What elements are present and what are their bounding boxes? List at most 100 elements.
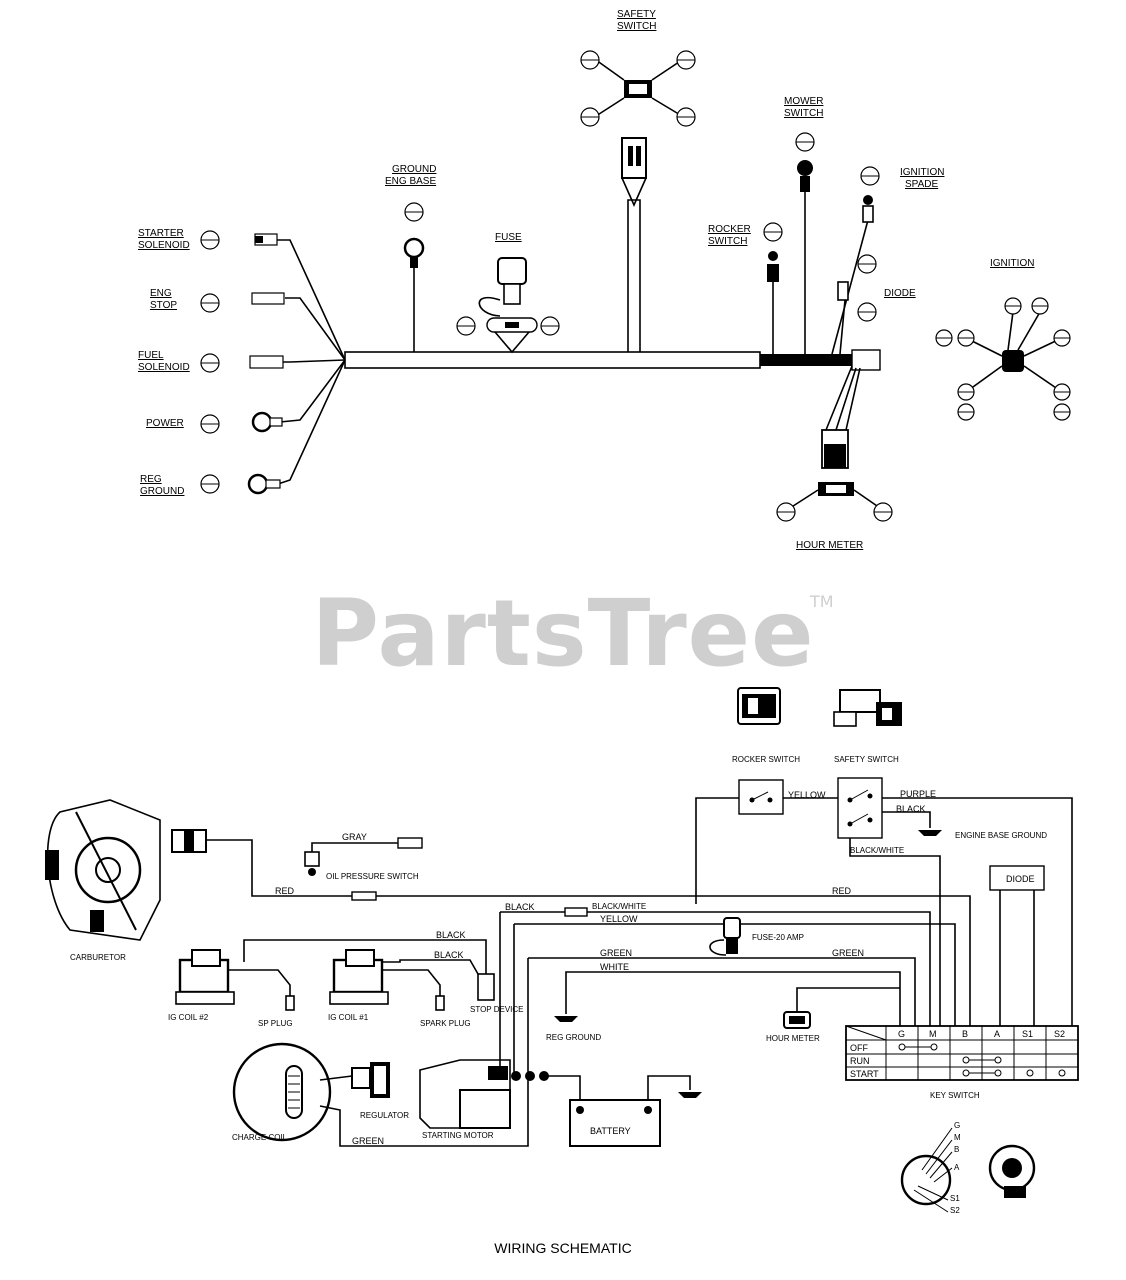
stop-device	[477, 973, 495, 1001]
regulator-label: REGULATOR	[360, 1111, 409, 1120]
diode-box-label: DIODE	[1006, 874, 1035, 884]
mower-switch-label-1: MOWER	[784, 96, 823, 107]
safety-switch-label-2: SWITCH	[617, 21, 656, 32]
spark-plug-label: SPARK PLUG	[420, 1019, 471, 1028]
fuel-solenoid-label-1: FUEL	[138, 350, 164, 361]
rocker-switch-label-2: SWITCH	[708, 236, 747, 247]
key-row-start: START	[850, 1069, 879, 1079]
key-col-s2: S2	[1054, 1029, 1065, 1039]
diode-label: DIODE	[884, 288, 916, 299]
key-col-g: G	[898, 1029, 905, 1039]
safety-switch-label-1: SAFETY	[617, 9, 656, 20]
wire-harness: STARTER SOLENOID ENG STOP FUEL SOLENOID …	[138, 9, 1071, 551]
ig-coil-1	[329, 949, 445, 1011]
fuse-label: FUSE	[495, 232, 522, 243]
key-switch-label: KEY SWITCH	[930, 1091, 980, 1100]
starter-solenoid-label-2: SOLENOID	[138, 240, 190, 251]
green-wire-label-2: GREEN	[832, 948, 864, 958]
harness-end-connector	[851, 349, 881, 371]
starter-solenoid-label-1: STARTER	[138, 228, 184, 239]
ground-eng-base-label-2: ENG BASE	[385, 176, 436, 187]
key-col-m: M	[929, 1029, 937, 1039]
trademark-mark: TM	[810, 592, 834, 611]
eng-stop-label-2: STOP	[150, 300, 177, 311]
battery-label: BATTERY	[590, 1126, 631, 1136]
ig-coil-2-label: IG COIL #2	[168, 1013, 209, 1022]
charge-coil	[232, 1042, 332, 1142]
key-switch-pictogram	[900, 1127, 1036, 1213]
ignition-spade-label-1: IGNITION	[900, 167, 944, 178]
diagram-caption: WIRING SCHEMATIC	[494, 1240, 632, 1256]
mower-switch-label-2: SWITCH	[784, 108, 823, 119]
ignition-spade-label-2: SPADE	[905, 179, 938, 190]
reg-ground-label: REG GROUND	[546, 1033, 601, 1042]
key-term-s2: S2	[950, 1206, 960, 1215]
black-white-label-1: BLACK/WHITE	[850, 846, 904, 855]
oil-pressure-switch-label: OIL PRESSURE SWITCH	[326, 872, 419, 881]
yellow-wire-label-2: YELLOW	[600, 914, 638, 924]
safety-switch-caption: SAFETY SWITCH	[834, 755, 899, 764]
key-term-s1: S1	[950, 1194, 960, 1203]
black-wire-label-3: BLACK	[436, 930, 466, 940]
green-wire-label-1: GREEN	[600, 948, 632, 958]
left-pin-circles	[200, 230, 220, 494]
black-white-label-2: BLACK/WHITE	[592, 902, 646, 911]
sp-plug-label: SP PLUG	[258, 1019, 293, 1028]
power-label: POWER	[146, 418, 184, 429]
rocker-switch-caption: ROCKER SWITCH	[732, 755, 800, 764]
hour-meter-harness-label: HOUR METER	[796, 540, 863, 551]
eng-stop-terminal	[251, 292, 285, 305]
ig-coil-1-label: IG COIL #1	[328, 1013, 369, 1022]
fuse-holder	[497, 257, 527, 285]
hour-meter-label: HOUR METER	[766, 1034, 820, 1043]
stop-device-label: STOP DEVICE	[470, 1005, 524, 1014]
key-row-off: OFF	[850, 1043, 868, 1053]
green-wire-label-3: GREEN	[352, 1136, 384, 1146]
red-wire-label-1: RED	[275, 886, 295, 896]
eng-stop-label-1: ENG	[150, 288, 172, 299]
diode-box	[989, 865, 1045, 891]
ground-eng-base-label-1: GROUND	[392, 164, 436, 175]
reg-ground-ring-terminal	[247, 473, 269, 495]
black-wire-label-1: BLACK	[896, 804, 926, 814]
reg-ground-label-1: REG	[140, 474, 162, 485]
key-term-b: B	[954, 1145, 959, 1154]
fuel-solenoid-terminal	[249, 355, 284, 369]
starting-motor	[419, 1059, 511, 1129]
gray-wire-label: GRAY	[342, 832, 367, 842]
purple-wire-label: PURPLE	[900, 789, 936, 799]
ig-coil-2	[175, 949, 295, 1011]
safety-switch-connector	[621, 137, 647, 179]
key-col-b: B	[962, 1029, 968, 1039]
schematic-fuse	[723, 917, 741, 939]
carburetor-pictogram	[45, 799, 207, 941]
safety-switch-pictogram	[833, 689, 902, 727]
key-term-a: A	[954, 1163, 960, 1172]
yellow-wire-label-1: YELLOW	[788, 790, 826, 800]
harness-trunk	[344, 351, 761, 369]
rocker-switch-label-1: ROCKER	[708, 224, 751, 235]
starting-motor-label: STARTING MOTOR	[422, 1131, 494, 1140]
white-wire-label: WHITE	[600, 962, 629, 972]
key-col-a: A	[994, 1029, 1000, 1039]
red-wire-label-2: RED	[832, 886, 852, 896]
wiring-schematic: ROCKER SWITCH SAFETY SWITCH YELLOW PURPL…	[45, 687, 1079, 1215]
ignition-label: IGNITION	[990, 258, 1034, 269]
engine-base-ground-label: ENGINE BASE GROUND	[955, 831, 1047, 840]
fuse-20-amp-label: FUSE-20 AMP	[752, 933, 804, 942]
power-ring-terminal	[251, 411, 273, 433]
ground-ring-terminal	[403, 237, 425, 259]
diode-body	[837, 281, 849, 301]
black-wire-label-2: BLACK	[505, 902, 535, 912]
charge-coil-label: CHARGE COIL	[232, 1133, 288, 1142]
harness-trunk-taped	[760, 354, 852, 366]
carburetor-label: CARBURETOR	[70, 953, 126, 962]
fuel-solenoid-label-2: SOLENOID	[138, 362, 190, 373]
regulator	[351, 1067, 371, 1089]
key-switch-table: G M B A S1 S2 OFF RUN START	[845, 1025, 1079, 1081]
key-term-m: M	[954, 1133, 961, 1142]
key-col-s1: S1	[1022, 1029, 1033, 1039]
key-term-g: G	[954, 1121, 960, 1130]
key-row-run: RUN	[850, 1056, 870, 1066]
